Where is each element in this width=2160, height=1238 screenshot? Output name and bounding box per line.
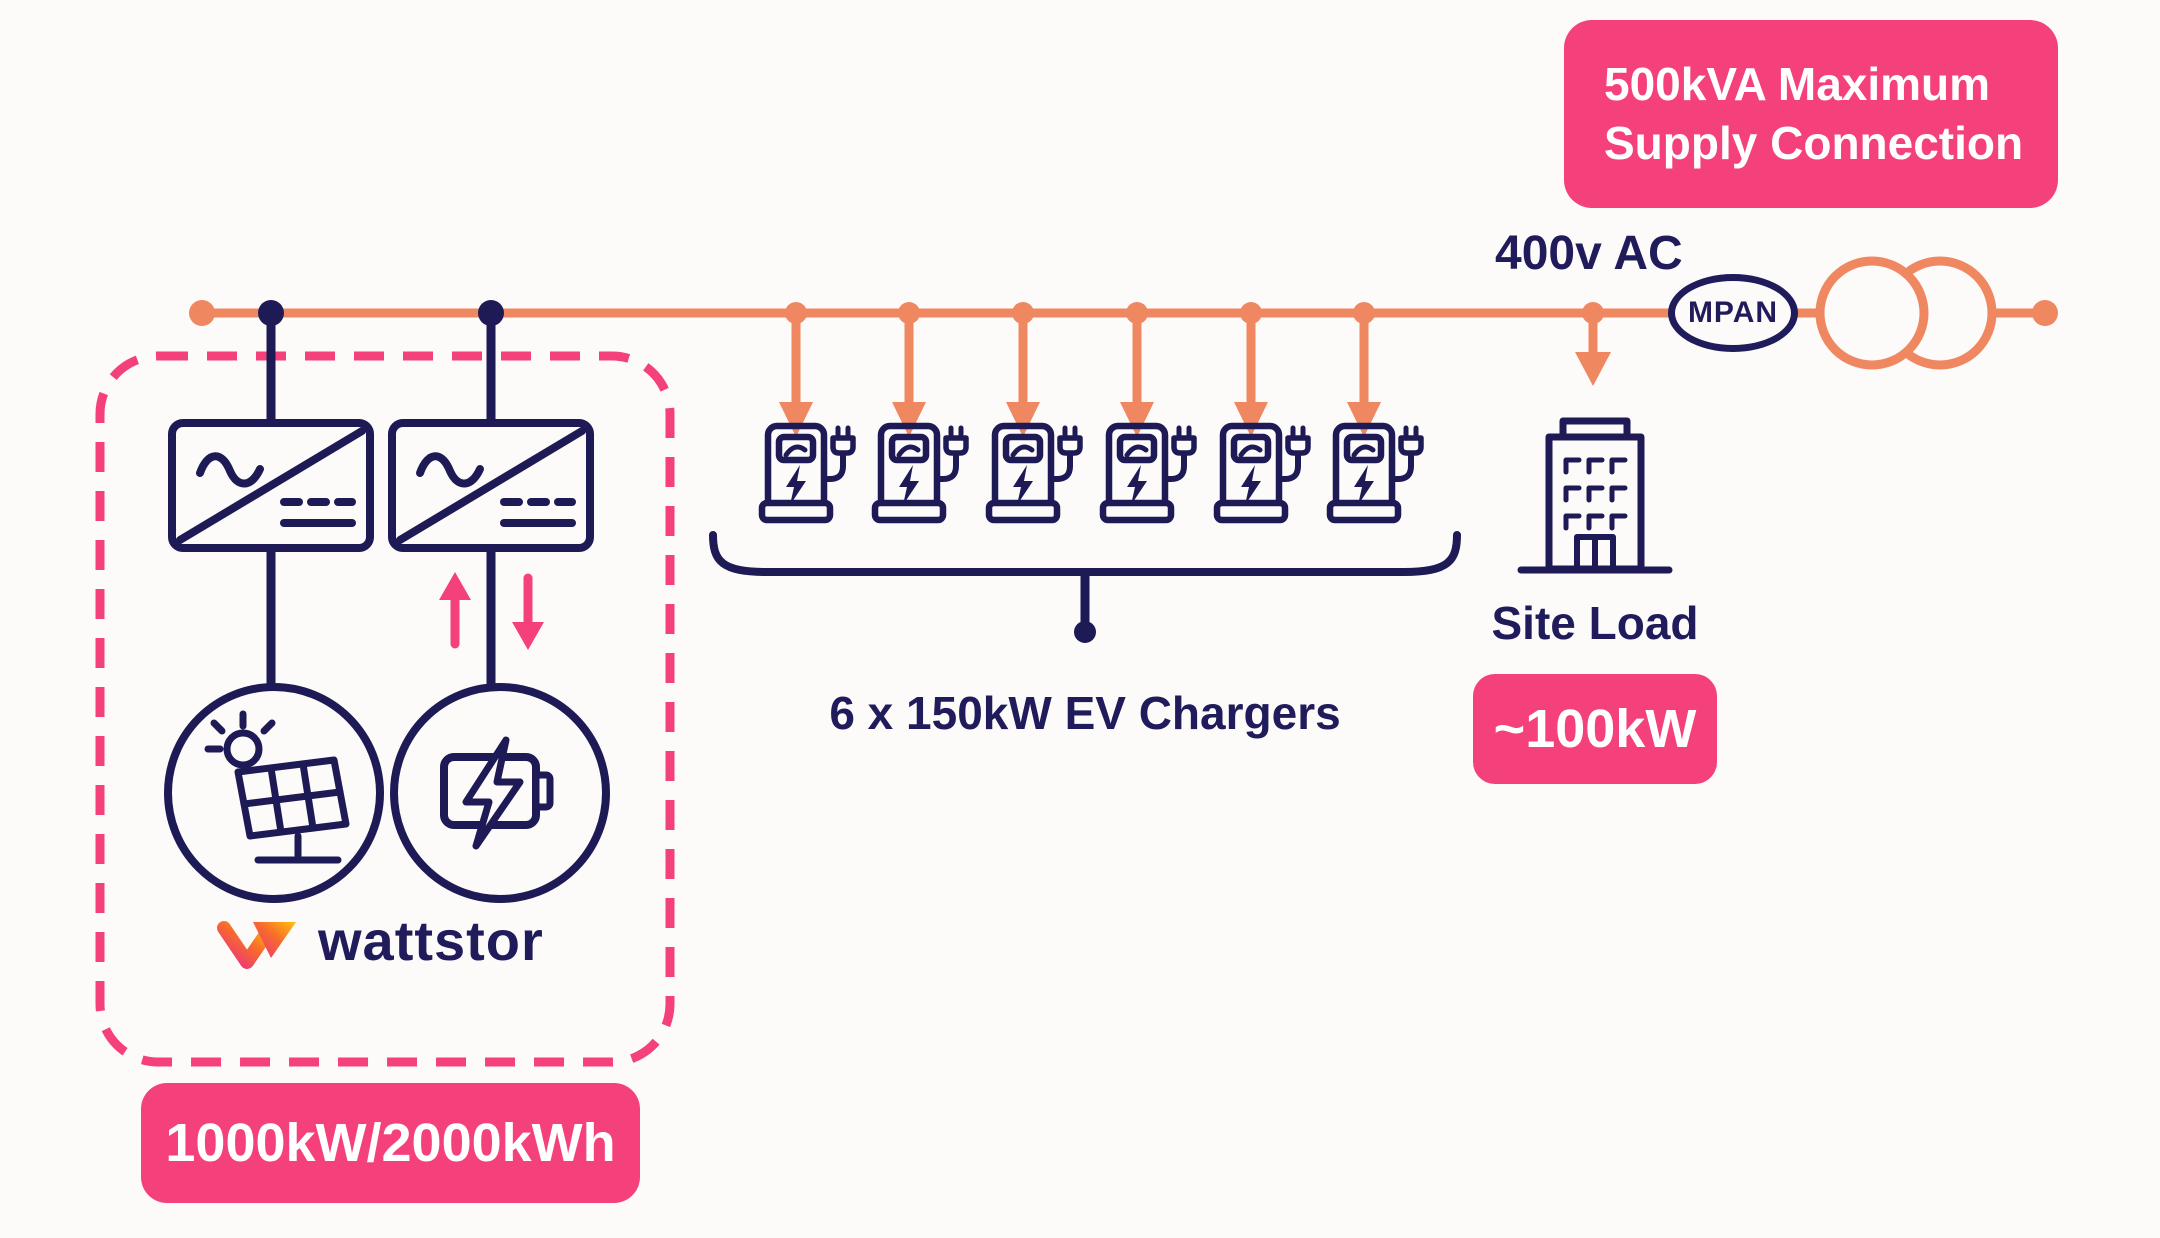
arrow-up-icon	[439, 572, 471, 600]
bus-junction-dot	[1240, 302, 1262, 324]
site-load-feeder	[1575, 302, 1611, 386]
wattstor-wordmark: wattstor	[318, 909, 544, 972]
ev-chargers-label: 6 x 150kW EV Chargers	[829, 687, 1341, 739]
arrow-down-icon	[1120, 402, 1154, 437]
transformer-icon	[1815, 256, 1997, 370]
storage-system-boundary	[95, 351, 675, 1067]
bus-junction-dot	[258, 300, 284, 326]
arrow-down-icon	[892, 402, 926, 437]
bus-end-dot	[2032, 300, 2058, 326]
voltage-label: 400v AC	[1495, 227, 1683, 280]
bus-junction-dot	[785, 302, 807, 324]
supply-badge-line2: Supply Connection	[1604, 117, 2024, 169]
site-load-power-badge: ~100kW	[1473, 674, 1717, 784]
ev-charger-bank	[762, 302, 1421, 520]
ev-charger-icon	[1217, 426, 1308, 520]
arrow-down-icon	[1575, 352, 1611, 386]
ev-charger-icon	[875, 426, 966, 520]
bus-junction-dot	[478, 300, 504, 326]
inverter-icon	[172, 423, 370, 548]
battery-flow-arrows	[439, 572, 544, 650]
battery-icon	[390, 683, 610, 903]
inverter-feeder-lines	[266, 313, 496, 690]
arrow-down-icon	[779, 402, 813, 437]
supply-badge-line1: 500kVA Maximum	[1604, 58, 1991, 110]
chargers-brace	[709, 531, 1461, 576]
solar-panel-icon	[164, 683, 384, 903]
ev-charger-icon	[1103, 426, 1194, 520]
mpan-label: MPAN	[1687, 296, 1779, 329]
brace-stem-dot	[1074, 621, 1096, 643]
arrow-down-icon	[512, 622, 544, 650]
bus-junction-dot	[898, 302, 920, 324]
storage-capacity-badge: 1000kW/2000kWh	[141, 1083, 640, 1203]
bus-junction-dot	[1353, 302, 1375, 324]
bus-junction-dot	[1126, 302, 1148, 324]
site-load-label: Site Load	[1491, 597, 1699, 649]
arrow-down-icon	[1347, 402, 1381, 437]
arrow-down-icon	[1234, 402, 1268, 437]
wattstor-logo-mark	[217, 921, 296, 969]
inverter-icon	[392, 423, 590, 548]
supply-connection-badge: 500kVA Maximum Supply Connection	[1564, 20, 2058, 208]
bus-junction-dot	[1012, 302, 1034, 324]
mpan-meter-oval: MPAN	[1668, 274, 1798, 352]
building-icon	[1517, 417, 1673, 574]
ev-charger-icon	[1330, 426, 1421, 520]
arrow-down-icon	[1006, 402, 1040, 437]
ev-charger-icon	[762, 426, 853, 520]
ev-charger-icon	[989, 426, 1080, 520]
bus-start-dot	[189, 300, 215, 326]
